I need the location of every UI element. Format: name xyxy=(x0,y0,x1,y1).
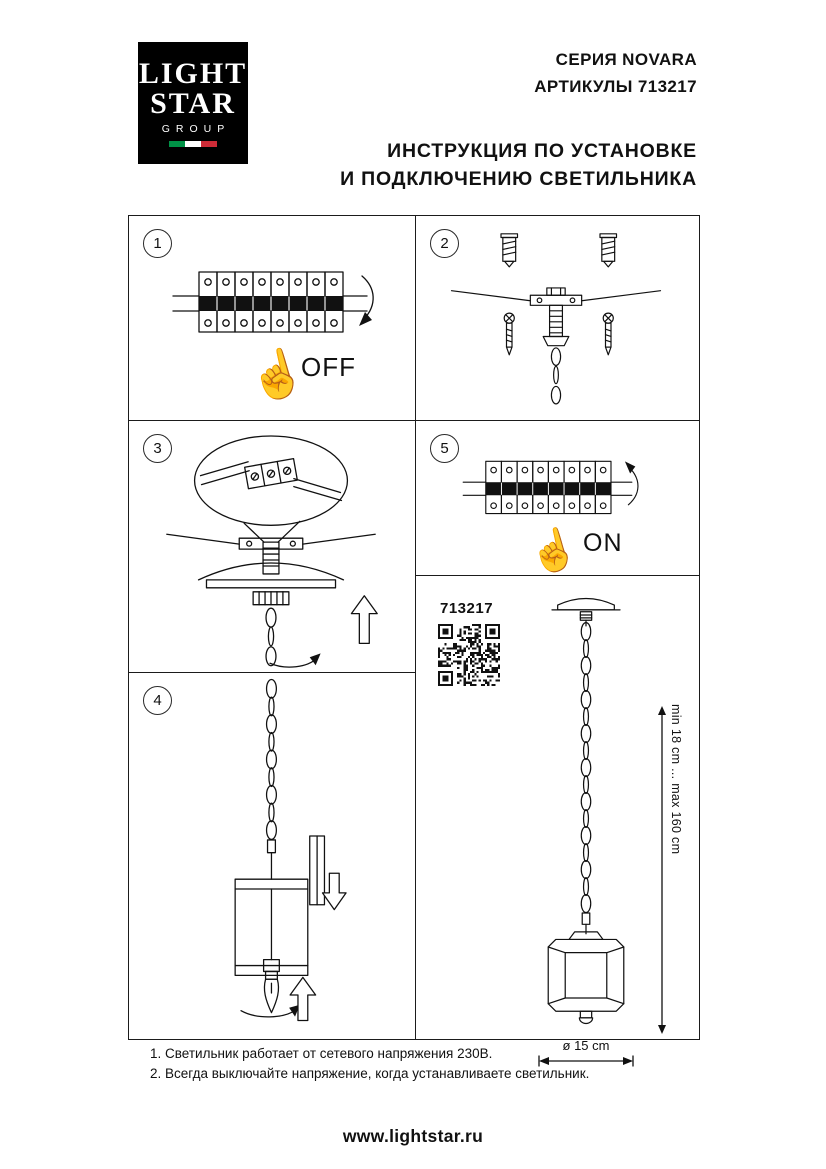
logo-text-light: LIGHT xyxy=(138,57,248,91)
candle-bulb-icon xyxy=(263,978,280,1014)
pointing-hand-icon: ☝ xyxy=(523,521,584,576)
product-panel: 713217 xyxy=(415,575,700,1040)
diameter-label: ø 15 cm xyxy=(562,1038,610,1053)
step-number-5: 5 xyxy=(430,434,459,463)
ceiling-mount-illustration xyxy=(450,233,662,405)
shade-assembly-illustration xyxy=(234,678,347,1022)
note-1: 1. Светильник работает от сетевого напря… xyxy=(150,1046,493,1061)
push-up-arrow-icon xyxy=(350,595,378,645)
step-panel-4: 4 xyxy=(128,672,416,1040)
step-number-4: 4 xyxy=(143,686,172,715)
instruction-title-line2: И ПОДКЛЮЧЕНИЮ СВЕТИЛЬНИКА xyxy=(340,168,697,190)
insert-down-arrow-icon xyxy=(321,872,347,911)
rotate-canopy-arrow-icon xyxy=(269,657,318,668)
rotate-bulb-arrow-icon xyxy=(240,1009,297,1018)
step-panel-1: 1 ☝ OFF xyxy=(128,215,416,421)
articles-title: АРТИКУЛЫ 713217 xyxy=(534,77,697,96)
step-panel-3: 3 xyxy=(128,420,416,673)
step-number-1: 1 xyxy=(143,229,172,258)
step-number-3: 3 xyxy=(143,434,172,463)
on-label: ON xyxy=(583,529,623,557)
logo-text-group: GROUP xyxy=(161,122,231,135)
series-title: СЕРИЯ NOVARA xyxy=(555,50,697,69)
step-number-2: 2 xyxy=(430,229,459,258)
safety-notes: 1. Светильник работает от сетевого напря… xyxy=(150,1044,589,1084)
qr-code xyxy=(438,624,500,686)
wiring-detail-illustration xyxy=(166,435,378,668)
step-panel-5: 5 ☝ ON xyxy=(415,420,700,576)
circuit-breaker-on-illustration: ☝ xyxy=(462,460,639,575)
instruction-title-line1: ИНСТРУКЦИЯ ПО УСТАНОВКЕ xyxy=(387,140,697,162)
product-article: 713217 xyxy=(440,600,494,617)
push-up-arrow-icon xyxy=(289,976,317,1022)
italian-flag-icon xyxy=(169,140,217,147)
website-url: www.lightstar.ru xyxy=(342,1126,484,1146)
diameter-arrow xyxy=(538,1055,634,1067)
rotate-on-arrow-icon xyxy=(627,466,639,506)
header-block: СЕРИЯ NOVARA АРТИКУЛЫ 713217 ИНСТРУКЦИЯ … xyxy=(340,46,697,193)
logo-text-star: STAR xyxy=(150,86,236,120)
pendant-lamp-illustration xyxy=(547,597,625,1025)
lightstar-logo: LIGHT STAR GROUP xyxy=(138,42,248,164)
circuit-breaker-off-illustration: ☝ xyxy=(172,271,374,409)
off-label: OFF xyxy=(301,352,356,382)
rotate-off-arrow-icon xyxy=(361,275,374,320)
instruction-title: ИНСТРУКЦИЯ ПО УСТАНОВКЕ И ПОДКЛЮЧЕНИЮ СВ… xyxy=(340,137,697,193)
note-2: 2. Всегда выключайте напряжение, когда у… xyxy=(150,1066,590,1081)
instruction-grid: 1 ☝ OFF 2 xyxy=(128,215,700,1040)
diameter-dimension: ø 15 cm xyxy=(538,1038,634,1067)
step-panel-2: 2 xyxy=(415,215,700,421)
height-range-label: min 18 cm ... max 160 cm xyxy=(669,704,683,855)
height-dimension-arrow xyxy=(658,706,666,1034)
